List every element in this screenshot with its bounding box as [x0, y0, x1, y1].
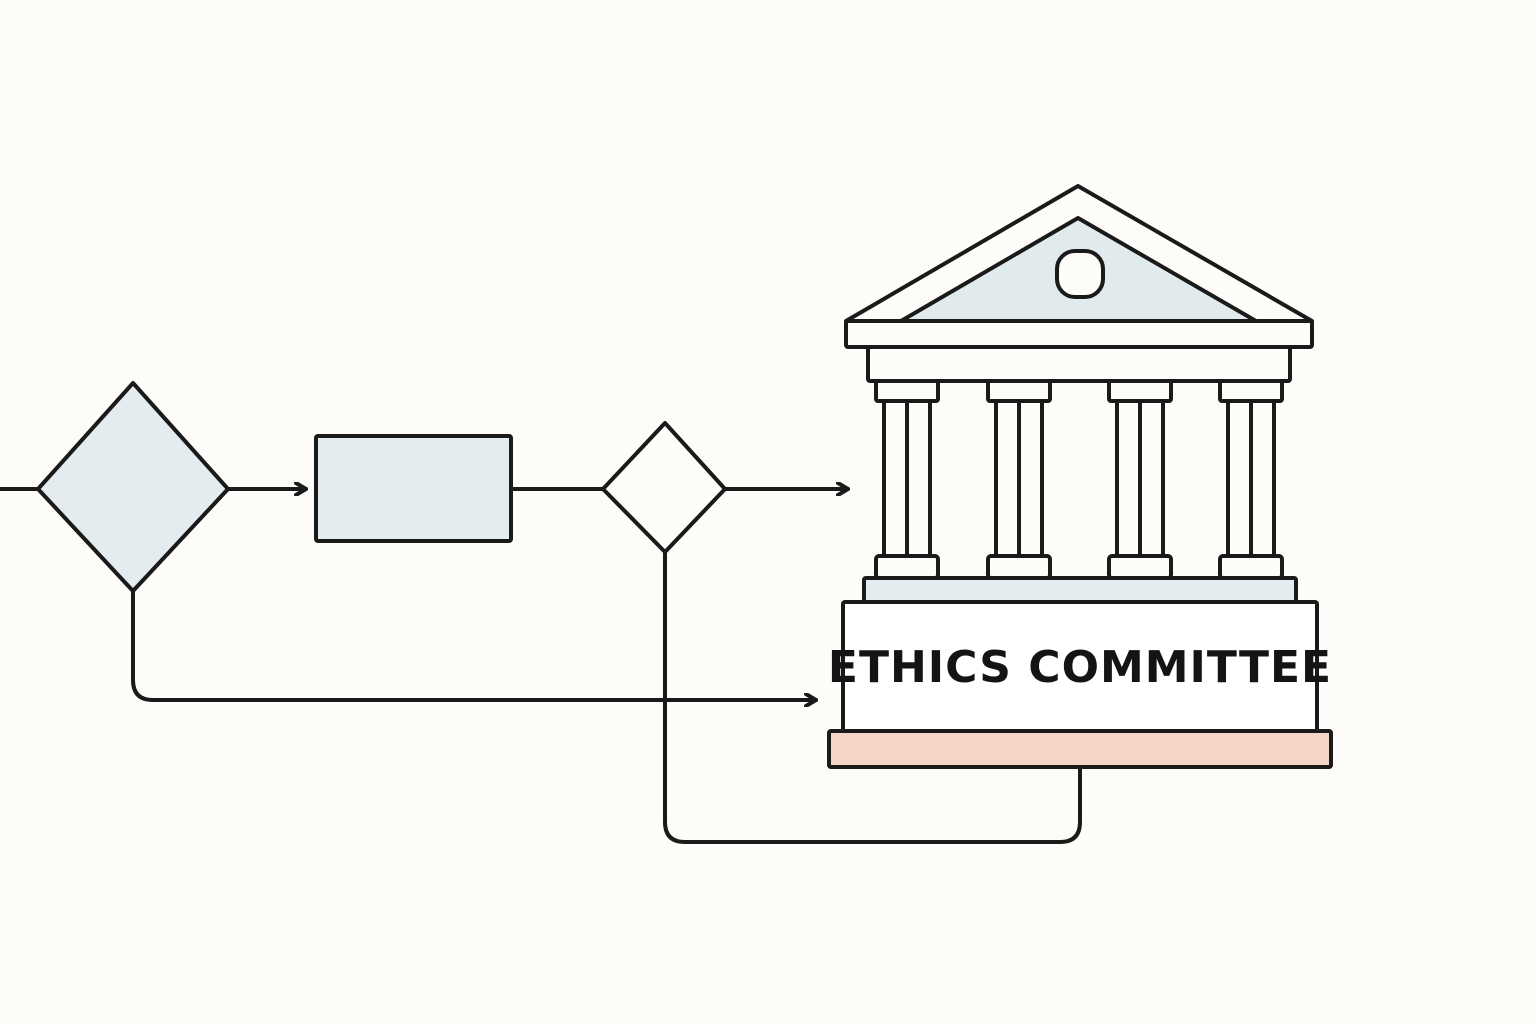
column-2 [986, 379, 1052, 580]
connectors [0, 489, 1082, 844]
pediment-medallion [1055, 249, 1105, 299]
entablature [866, 345, 1292, 383]
decision-diamond-2 [601, 421, 727, 554]
classical-building-icon: ETHICS COMMITTEE [827, 184, 1333, 769]
committee-label: ETHICS COMMITTEE [828, 642, 1332, 693]
cornice [844, 319, 1314, 349]
decision-diamond-1 [36, 381, 230, 593]
building-base [827, 729, 1333, 769]
connector-feedback-loop [663, 550, 1082, 844]
column-3 [1107, 379, 1173, 580]
process-box [314, 434, 513, 543]
arrow-decision-bypass-to-committee [131, 589, 818, 700]
stylobate [862, 576, 1298, 604]
column-4 [1218, 379, 1284, 580]
column-1 [874, 379, 940, 580]
